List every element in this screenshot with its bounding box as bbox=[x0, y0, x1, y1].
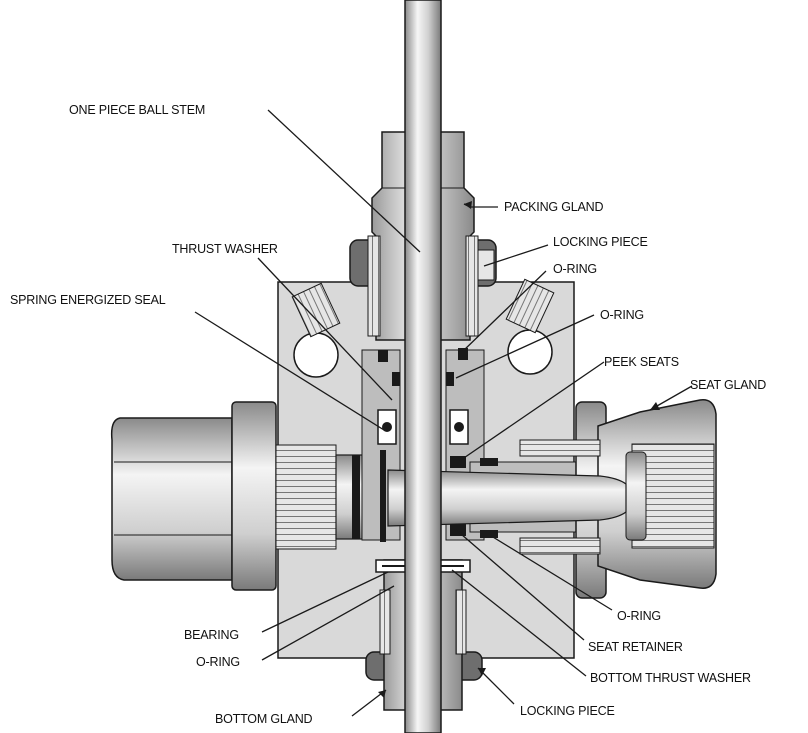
label-o-ring-bottom: O-RING bbox=[196, 655, 240, 669]
label-locking-piece-top: LOCKING PIECE bbox=[553, 235, 648, 249]
label-one-piece-ball-stem: ONE PIECE BALL STEM bbox=[69, 103, 206, 117]
label-o-ring-top-1: O-RING bbox=[553, 262, 597, 276]
label-o-ring-right: O-RING bbox=[617, 609, 661, 623]
label-bearing: BEARING bbox=[184, 628, 239, 642]
leader-lines bbox=[194, 109, 693, 717]
label-locking-piece-bottom: LOCKING PIECE bbox=[520, 704, 615, 718]
ball-bore bbox=[387, 469, 627, 527]
label-o-ring-top-2: O-RING bbox=[600, 308, 644, 322]
label-seat-retainer: SEAT RETAINER bbox=[588, 640, 683, 654]
label-seat-gland: SEAT GLAND bbox=[690, 378, 767, 392]
side-port-left bbox=[293, 332, 339, 378]
label-packing-gland: PACKING GLAND bbox=[504, 200, 604, 214]
label-thrust-washer: THRUST WASHER bbox=[172, 242, 278, 256]
ball-stem bbox=[404, 0, 442, 733]
label-bottom-gland: BOTTOM GLAND bbox=[215, 712, 313, 726]
label-spring-energized-seal: SPRING ENERGIZED SEAL bbox=[10, 293, 166, 307]
label-bottom-thrust-washer: BOTTOM THRUST WASHER bbox=[590, 671, 751, 685]
label-peek-seats: PEEK SEATS bbox=[604, 355, 679, 369]
arrowheads bbox=[378, 201, 660, 698]
